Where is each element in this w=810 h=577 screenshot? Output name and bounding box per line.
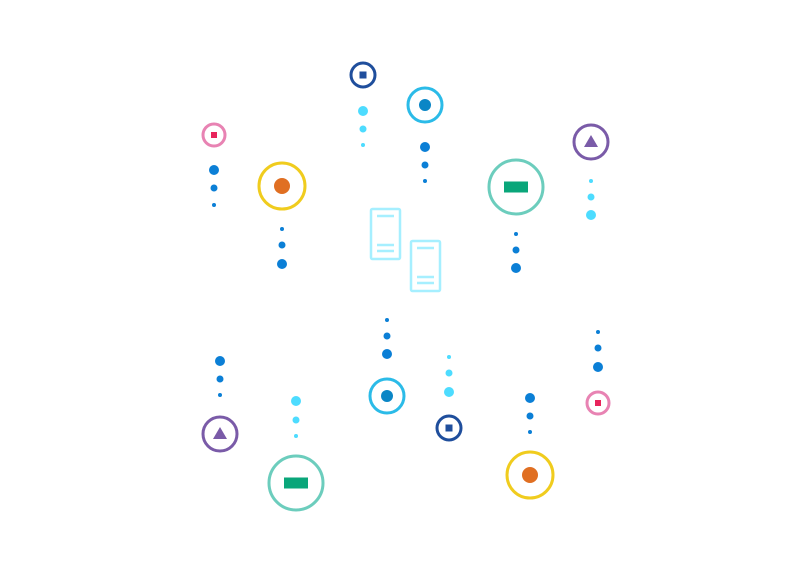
connection-dot bbox=[596, 330, 600, 334]
connection-dot bbox=[385, 318, 389, 322]
square-icon bbox=[359, 71, 367, 79]
network-node bbox=[505, 450, 555, 500]
square-icon bbox=[211, 132, 217, 138]
connection-dot bbox=[277, 259, 287, 269]
connection-dot bbox=[210, 184, 218, 192]
connection-dot bbox=[215, 356, 225, 366]
connection-dot bbox=[525, 393, 535, 403]
connection-dot bbox=[359, 125, 367, 133]
connection-dot bbox=[209, 165, 219, 175]
connection-dot bbox=[218, 393, 222, 397]
connection-dot bbox=[294, 434, 298, 438]
network-node bbox=[435, 414, 463, 442]
connection-dot bbox=[420, 142, 430, 152]
network-node bbox=[267, 454, 325, 512]
connection-dot bbox=[361, 143, 365, 147]
connection-dot bbox=[526, 412, 534, 420]
network-node bbox=[201, 122, 227, 148]
dot-icon bbox=[419, 99, 431, 111]
connection-dot bbox=[512, 246, 520, 254]
connection-dot bbox=[511, 263, 521, 273]
connection-dot bbox=[423, 179, 427, 183]
network-node bbox=[406, 86, 444, 124]
connection-dot bbox=[292, 416, 300, 424]
connection-dot bbox=[594, 344, 602, 352]
triangle-icon bbox=[213, 427, 227, 439]
dot-icon bbox=[381, 390, 393, 402]
square-icon bbox=[445, 424, 453, 432]
connection-dot bbox=[280, 227, 284, 231]
connection-dot bbox=[587, 193, 595, 201]
network-node bbox=[487, 158, 545, 216]
connection-dot bbox=[383, 332, 391, 340]
network-node bbox=[257, 161, 307, 211]
bar-icon bbox=[504, 181, 528, 193]
connection-dot bbox=[291, 396, 301, 406]
connection-dot bbox=[589, 179, 593, 183]
square-icon bbox=[595, 400, 601, 406]
connection-dot bbox=[358, 106, 368, 116]
network-node bbox=[572, 123, 610, 161]
connection-dot bbox=[216, 375, 224, 383]
document-outline bbox=[409, 239, 442, 293]
connection-dot bbox=[382, 349, 392, 359]
connection-dot bbox=[445, 369, 453, 377]
triangle-icon bbox=[584, 135, 598, 147]
bar-icon bbox=[284, 477, 308, 489]
network-node bbox=[368, 377, 406, 415]
connection-dot bbox=[212, 203, 216, 207]
connection-dot bbox=[444, 387, 454, 397]
dot-icon bbox=[522, 467, 538, 483]
dot-icon bbox=[274, 178, 290, 194]
network-node bbox=[585, 390, 611, 416]
connection-dot bbox=[447, 355, 451, 359]
connection-dot bbox=[528, 430, 532, 434]
network-node bbox=[349, 61, 377, 89]
connection-dot bbox=[514, 232, 518, 236]
connection-dot bbox=[421, 161, 429, 169]
connection-dot bbox=[593, 362, 603, 372]
document-icon bbox=[409, 239, 442, 293]
connection-dot bbox=[586, 210, 596, 220]
network-node bbox=[201, 415, 239, 453]
document-icon bbox=[369, 207, 402, 261]
connection-dot bbox=[278, 241, 286, 249]
document-outline bbox=[369, 207, 402, 261]
